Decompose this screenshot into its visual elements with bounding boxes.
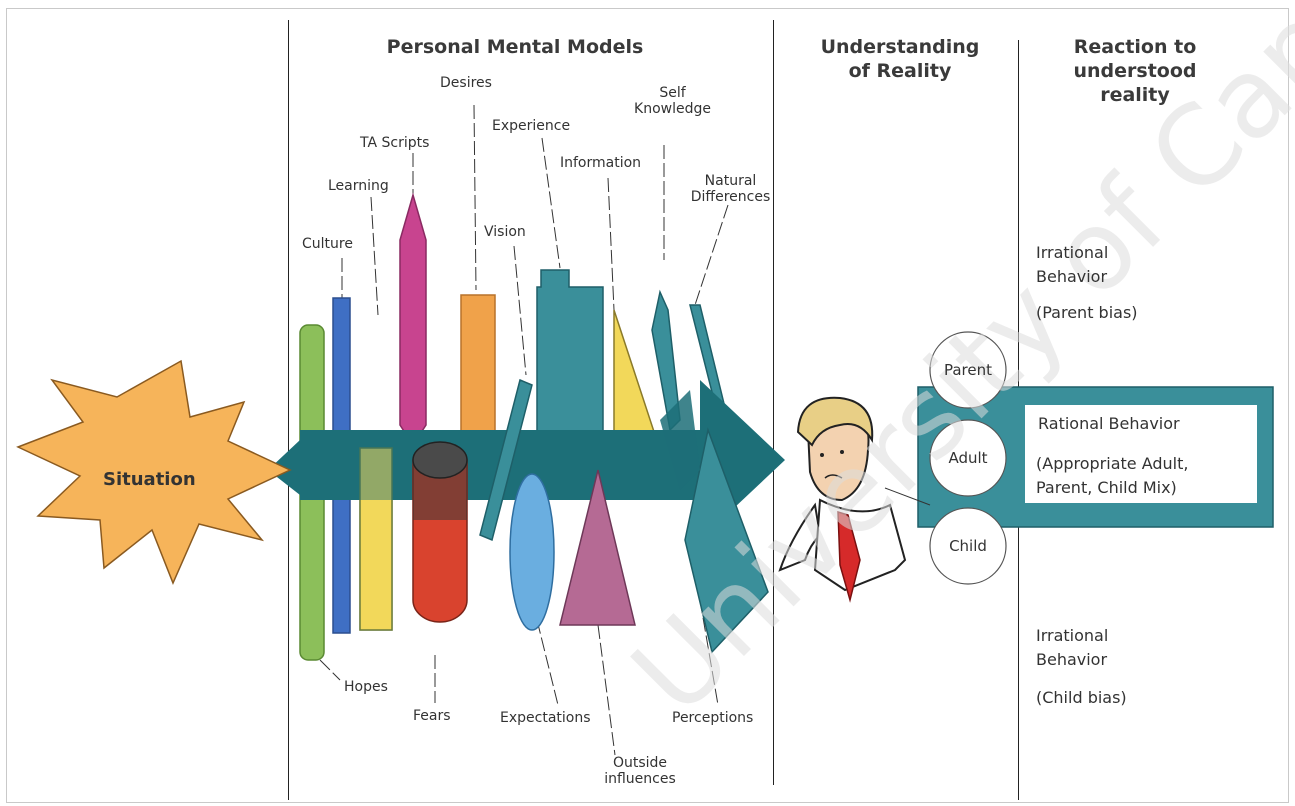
adult-circle (929, 419, 1007, 497)
rational-box (1025, 405, 1257, 503)
parent-bias-text: (Parent bias) (1036, 303, 1138, 322)
fears-cylinder (412, 441, 468, 623)
outside-influences-triangle (559, 469, 636, 626)
ta-scripts-shape (399, 192, 427, 447)
label-experience: Experience (492, 118, 571, 134)
rational-mix-text: (Appropriate Adult, Parent, Child Mix) (1036, 454, 1189, 497)
ego-parent-label: Parent (943, 361, 993, 379)
label-culture: Culture (302, 236, 353, 252)
divider-middle (773, 20, 774, 785)
leader-lines (319, 104, 729, 756)
ego-adult-label: Adult (948, 449, 988, 467)
perceptions-shape (684, 427, 769, 654)
label-natural-differences: Natural Differences (690, 173, 771, 205)
label-perceptions: Perceptions (672, 710, 754, 726)
label-information: Information (560, 155, 642, 171)
label-learning: Learning (328, 178, 389, 194)
expectations-ellipse (509, 473, 555, 631)
arrow-shape (268, 380, 785, 540)
label-outside-influences: Outside influences (604, 755, 676, 787)
label-desires: Desires (440, 75, 492, 91)
person-clipart (778, 396, 907, 603)
child-circle (929, 507, 1007, 585)
header-reaction: Reaction to understood reality (1073, 36, 1197, 106)
label-hopes: Hopes (344, 679, 388, 695)
child-bias-text: (Child bias) (1036, 688, 1127, 707)
label-ta-scripts: TA Scripts (360, 135, 430, 151)
vision-shape (479, 378, 533, 542)
situation-label: Situation (103, 469, 196, 490)
header-understanding-of-reality: Understanding of Reality (820, 36, 980, 82)
label-expectations: Expectations (500, 710, 591, 726)
situation-star (16, 359, 292, 585)
irrational-parent-text: Irrational Behavior (1036, 243, 1109, 286)
divider-left (288, 20, 289, 800)
irrational-child-text: Irrational Behavior (1036, 626, 1109, 669)
diagram-frame (6, 8, 1289, 803)
ego-child-label: Child (949, 537, 987, 555)
rational-behavior-text: Rational Behavior (1038, 414, 1180, 433)
header-personal-mental-models: Personal Mental Models (386, 36, 644, 58)
label-self-knowledge: Self Knowledge (634, 85, 711, 117)
parent-circle (929, 331, 1007, 409)
label-fears: Fears (413, 708, 451, 724)
label-vision: Vision (484, 224, 526, 240)
